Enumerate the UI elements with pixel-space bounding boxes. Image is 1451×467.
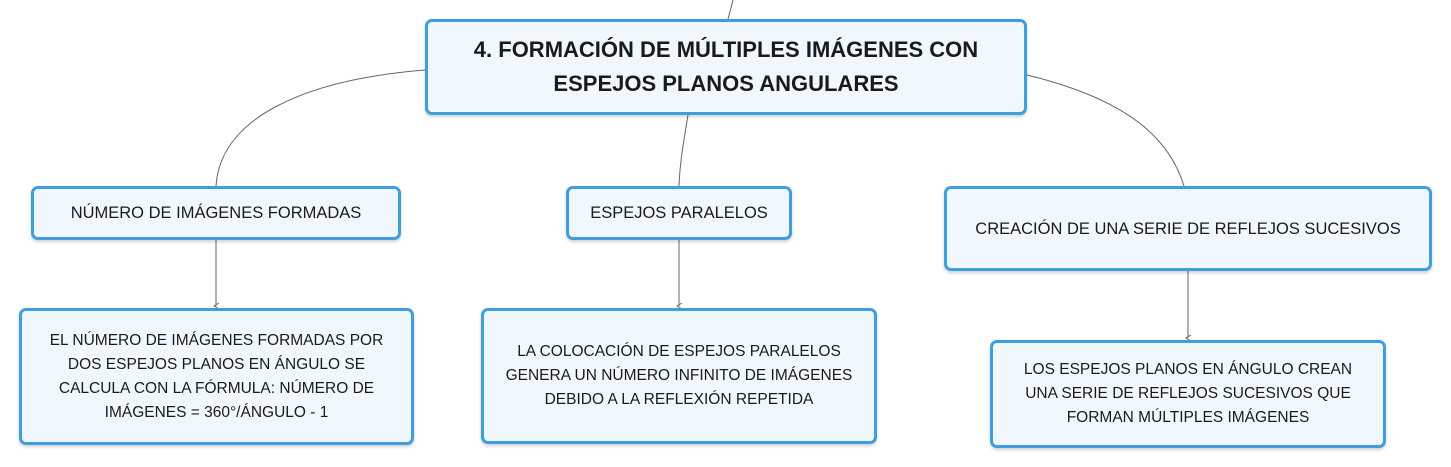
branch-label: ESPEJOS PARALELOS	[590, 204, 768, 222]
connector-parent-to-root	[727, 0, 734, 20]
detail-text: LOS ESPEJOS PLANOS EN ÁNGULO CREAN UNA S…	[1023, 361, 1353, 426]
branch-label: CREACIÓN DE UNA SERIE DE REFLEJOS SUCESI…	[975, 219, 1401, 238]
detail-node-serie-de-reflejos[interactable]: LOS ESPEJOS PLANOS EN ÁNGULO CREAN UNA S…	[990, 340, 1386, 448]
detail-node-numero-de-imagenes[interactable]: EL NÚMERO DE IMÁGENES FORMADAS POR DOS E…	[19, 308, 414, 445]
branch-node-espejos-paralelos[interactable]: ESPEJOS PARALELOS	[566, 186, 792, 240]
detail-text: LA COLOCACIÓN DE ESPEJOS PARALELOS GENER…	[505, 343, 853, 408]
branch-label: NÚMERO DE IMÁGENES FORMADAS	[70, 204, 362, 222]
root-topic-title: 4. FORMACIÓN DE MÚLTIPLES IMÁGENES CON E…	[473, 37, 979, 96]
detail-text: EL NÚMERO DE IMÁGENES FORMADAS POR DOS E…	[49, 331, 384, 421]
connector-root-to-branch-2	[678, 114, 689, 187]
connector-root-to-branch-1	[215, 69, 426, 187]
branch-node-numero-de-imagenes[interactable]: NÚMERO DE IMÁGENES FORMADAS	[31, 186, 401, 240]
connector-root-to-branch-3	[1026, 74, 1185, 187]
detail-node-espejos-paralelos[interactable]: LA COLOCACIÓN DE ESPEJOS PARALELOS GENER…	[481, 308, 877, 444]
branch-node-serie-de-reflejos[interactable]: CREACIÓN DE UNA SERIE DE REFLEJOS SUCESI…	[944, 186, 1432, 271]
root-topic-node[interactable]: 4. FORMACIÓN DE MÚLTIPLES IMÁGENES CON E…	[425, 19, 1027, 115]
